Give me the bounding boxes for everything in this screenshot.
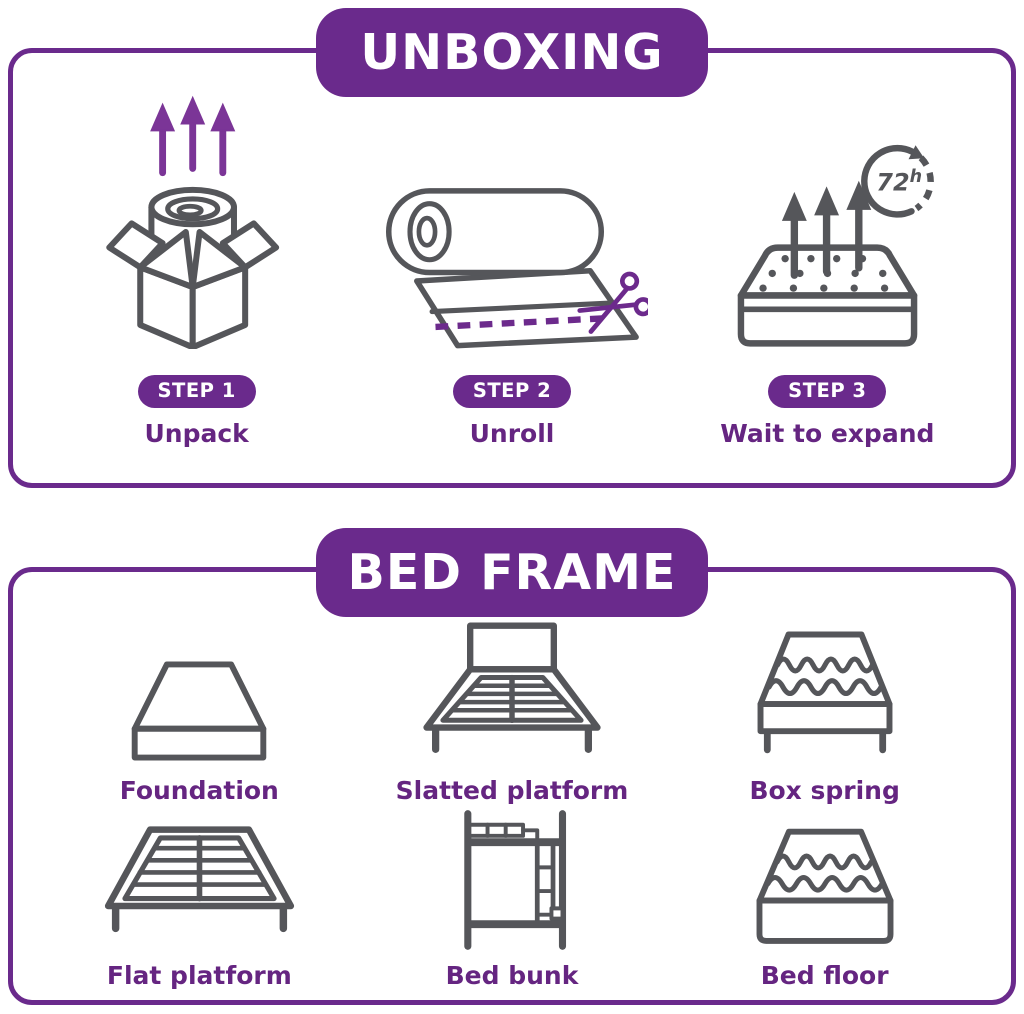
step-label: Unroll — [469, 419, 555, 449]
mattress-expand-icon: 72h — [737, 144, 934, 347]
bed-frame-grid: Foundation — [13, 572, 1011, 990]
unpack-box-icon — [105, 95, 279, 349]
72h-clock-icon: 72h — [860, 144, 934, 218]
item-label: Box spring — [749, 776, 900, 805]
unboxing-title: UNBOXING — [360, 24, 664, 81]
bed-frame-title: BED FRAME — [347, 544, 677, 601]
item-label: Foundation — [119, 776, 279, 805]
step-label: Wait to expand — [720, 419, 935, 449]
flat-platform-icon — [104, 826, 294, 933]
unboxing-steps-row: STEP 1 Unpack — [13, 53, 1011, 448]
bedframe-item-box-spring: Box spring — [668, 631, 981, 805]
unroll-mattress-icon — [385, 188, 648, 349]
bed-frame-panel: BED FRAME Foundation — [8, 528, 1016, 1005]
slatted-platform-icon — [423, 622, 601, 753]
step-label: Unpack — [144, 419, 249, 449]
bedframe-item-bed-floor: Bed floor — [668, 823, 981, 990]
step-3: 72h STEP 3 Wait to expand — [670, 91, 985, 448]
unboxing-title-pill: UNBOXING — [316, 8, 708, 97]
item-label: Slatted platform — [395, 776, 629, 805]
step-2: STEP 2 Unroll — [354, 91, 669, 448]
svg-text:72h: 72h — [876, 167, 922, 196]
bunk-bed-icon — [464, 810, 567, 950]
bedframe-item-foundation: Foundation — [43, 638, 356, 805]
bed-floor-icon — [756, 828, 894, 944]
step-badge: STEP 1 — [137, 375, 256, 409]
unboxing-panel: UNBOXING — [8, 8, 1016, 488]
item-label: Bed floor — [760, 961, 889, 990]
box-spring-icon — [757, 631, 893, 754]
bed-frame-title-pill: BED FRAME — [316, 528, 708, 617]
step-badge: STEP 2 — [452, 375, 572, 409]
foundation-icon — [132, 661, 267, 761]
bedframe-item-slatted-platform: Slatted platform — [356, 622, 669, 805]
step-1: STEP 1 Unpack — [39, 91, 354, 448]
item-label: Bed bunk — [445, 961, 579, 990]
item-label: Flat platform — [106, 961, 292, 990]
bedframe-item-bed-bunk: Bed bunk — [356, 810, 669, 990]
bedframe-item-flat-platform: Flat platform — [43, 823, 356, 990]
step-badge: STEP 3 — [768, 375, 887, 409]
